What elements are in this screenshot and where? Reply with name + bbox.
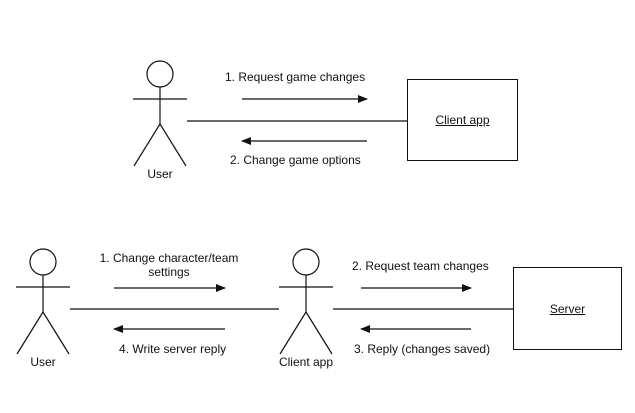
top-msg-change-game-options: 2. Change game options (230, 153, 361, 167)
bottom-msg-change-character-line2: settings (148, 265, 190, 279)
client-app-box: Client app (407, 79, 518, 161)
user-actor-figure (133, 60, 187, 167)
server-box-label: Server (549, 301, 586, 316)
bottom-msg-change-character-line1: 1. Change character/team (99, 251, 239, 265)
top-msg-request-game-changes: 1. Request game changes (225, 70, 366, 84)
bottom-client-app-label: Client app (278, 355, 334, 369)
top-user-label: User (147, 167, 173, 181)
server-box: Server (513, 267, 622, 350)
bottom-msg-write-server-reply: 4. Write server reply (119, 342, 227, 356)
bottom-msg-reply-changes-saved: 3. Reply (changes saved) (354, 342, 491, 356)
bottom-msg-request-team-changes: 2. Request team changes (352, 259, 489, 273)
client-app-actor-figure (279, 248, 333, 355)
bottom-user-label: User (30, 355, 56, 369)
client-app-box-label: Client app (435, 113, 490, 127)
user-actor-figure (16, 248, 70, 355)
